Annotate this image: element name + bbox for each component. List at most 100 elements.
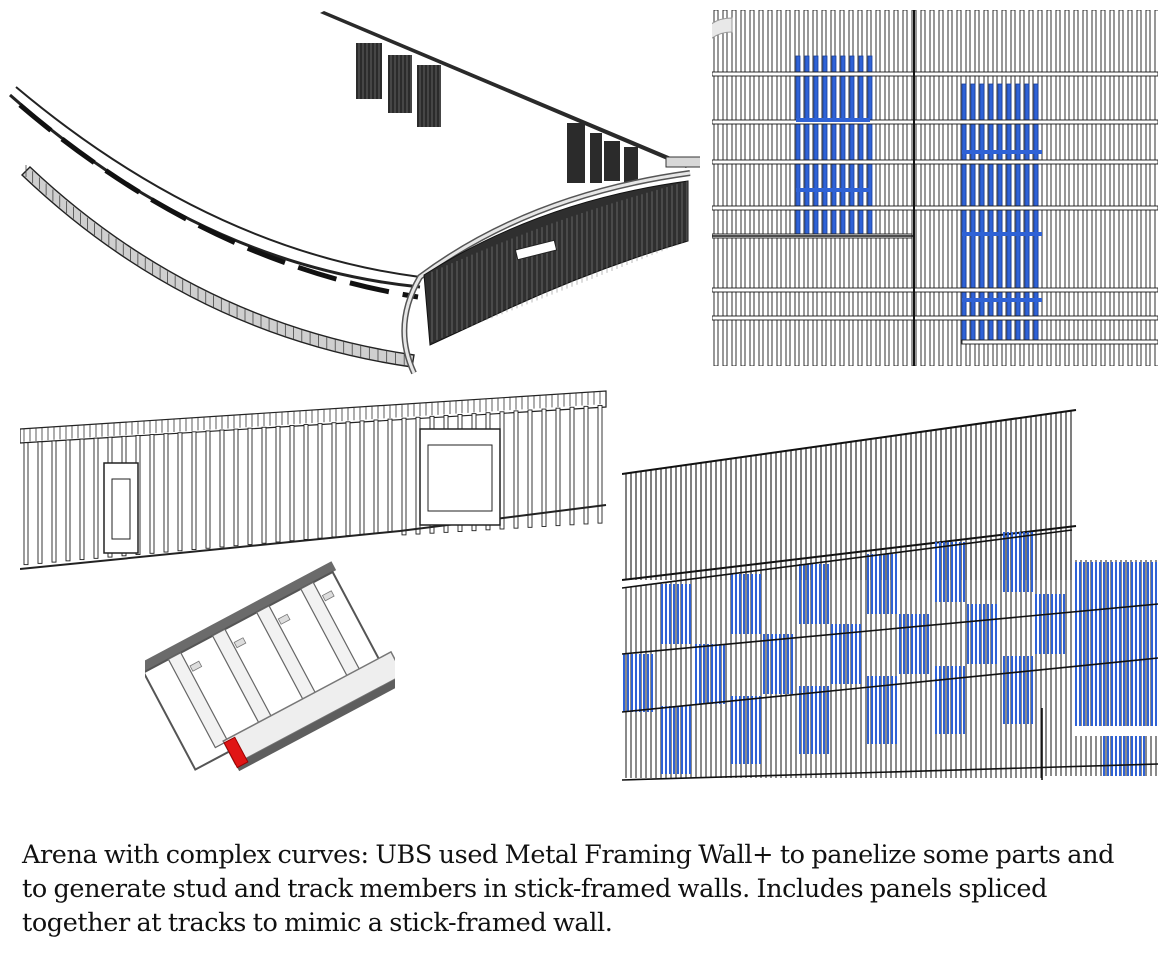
wall-stud — [597, 404, 603, 524]
detail-stud — [776, 10, 782, 366]
detail-stud — [731, 10, 737, 366]
detail-stud — [1091, 10, 1097, 366]
wall-stud — [275, 425, 281, 543]
upper-top-track — [622, 409, 1077, 475]
detail-stud — [920, 10, 926, 366]
wall-stud — [65, 439, 71, 562]
detail-track — [961, 339, 1158, 345]
blue-track — [796, 118, 870, 122]
detail-blue-panels — [795, 55, 1039, 343]
stick-framed-wall-elevation — [20, 385, 608, 577]
detail-stud — [875, 10, 881, 366]
detail-stud — [749, 10, 755, 366]
wall-stud — [401, 417, 407, 536]
wall-stud — [79, 438, 85, 561]
detail-stud — [1109, 10, 1115, 366]
detail-stud — [767, 10, 773, 366]
spliced-panel-svg — [145, 561, 395, 772]
wall-stud — [569, 406, 575, 526]
detail-track — [712, 205, 1158, 211]
opening-inner — [111, 478, 131, 540]
wall-openings — [103, 428, 501, 554]
wall-top-tracks — [20, 390, 607, 444]
detail-stud — [1001, 10, 1007, 366]
stick-wall-svg — [20, 390, 607, 570]
arena-curved-wall-3d-view — [0, 5, 700, 375]
wall-end-bracket — [665, 156, 700, 168]
blue-panel-studs — [623, 532, 1157, 776]
wall-stud — [331, 422, 337, 538]
wall-stud — [191, 431, 197, 550]
wall-stud — [289, 425, 295, 542]
wall-stud — [205, 430, 211, 549]
panel-gap — [1072, 726, 1158, 736]
splice-member-red — [223, 736, 249, 769]
bottom-track — [399, 504, 607, 532]
detail-stud — [983, 10, 989, 366]
panel-track — [622, 603, 1158, 655]
detail-stud — [1073, 10, 1079, 366]
detail-stud — [929, 10, 935, 366]
front-track-bottom — [235, 674, 395, 772]
detail-stud — [947, 10, 953, 366]
detail-tracks — [712, 10, 1158, 366]
stud-clip — [321, 590, 335, 602]
detail-stud — [1046, 10, 1052, 366]
detail-stud — [938, 10, 944, 366]
splice-studs — [167, 581, 361, 749]
detail-stud — [1010, 10, 1016, 366]
detail-stud — [1154, 10, 1158, 366]
detail-stud — [1082, 10, 1088, 366]
detail-stud — [1136, 10, 1142, 366]
detail-track — [712, 159, 1158, 165]
wall-stud — [93, 437, 99, 559]
right-wall-studs — [431, 181, 688, 342]
stud-clip — [189, 660, 203, 672]
stud-clip — [233, 637, 247, 649]
detail-stud — [1037, 10, 1043, 366]
wall-stud — [219, 429, 225, 548]
wall-stud — [387, 418, 393, 533]
blue-track — [962, 232, 1042, 236]
wall-stud — [527, 409, 533, 528]
detail-stud — [956, 10, 962, 366]
wall-opening — [514, 239, 558, 261]
detail-stud — [1019, 10, 1025, 366]
wall-stud — [149, 434, 155, 554]
detail-stud — [1145, 10, 1151, 366]
opening-inner — [427, 444, 493, 512]
wall-stud — [373, 419, 379, 534]
detail-stud — [785, 10, 791, 366]
detail-stud — [1100, 10, 1106, 366]
detail-track — [712, 119, 1158, 125]
detail-stud — [1127, 10, 1133, 366]
detail-stud — [902, 10, 908, 366]
wall-stud — [37, 441, 43, 564]
wall-stud — [233, 428, 239, 547]
curved-wall-lower-face — [20, 166, 415, 368]
detail-stud — [1064, 10, 1070, 366]
wall-stud — [163, 433, 169, 553]
view-cube-icon[interactable] — [712, 17, 733, 50]
wall-stud — [23, 442, 29, 566]
wall-stud — [177, 432, 183, 552]
detail-stud — [893, 10, 899, 366]
framing-detail-svg — [712, 10, 1158, 366]
top-track-band — [20, 390, 607, 444]
detail-stud — [974, 10, 980, 366]
upper-bottom-track — [622, 525, 1077, 581]
wall-studs — [20, 404, 607, 570]
hanging-panel-stud-lines — [358, 43, 441, 127]
detail-track — [712, 287, 1158, 293]
blue-track — [962, 150, 1042, 154]
curved-wall-studs — [25, 165, 405, 366]
curved-wall-track-segments — [18, 103, 419, 300]
detail-stud — [1118, 10, 1124, 366]
wall-stud — [317, 423, 323, 539]
detail-stud — [740, 10, 746, 366]
back-wall-top-track — [320, 11, 690, 168]
panel-tracks — [622, 529, 1158, 781]
panel-track — [622, 657, 1158, 713]
detail-track — [712, 71, 1158, 77]
detail-stud — [1055, 10, 1061, 366]
